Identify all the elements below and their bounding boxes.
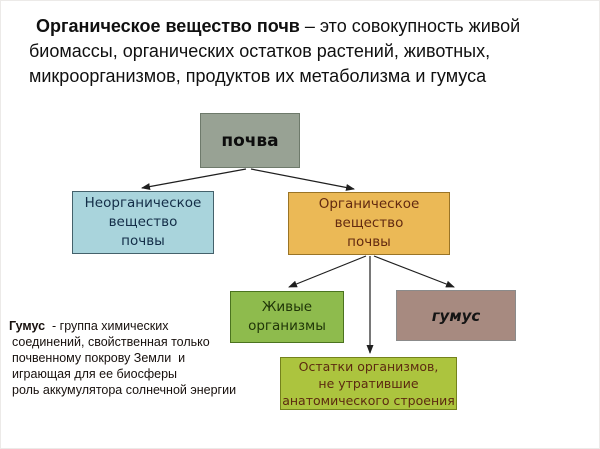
slide-title: Органическое вещество почв – это совокуп…: [29, 14, 589, 89]
note-line-5: роль аккумулятора солнечной энергии: [12, 383, 237, 397]
note-line-1-rest: - группа химических: [45, 319, 169, 333]
note-line-4: играющая для ее биосферы: [12, 367, 178, 381]
title-line-2: биомассы, органических остатков растений…: [29, 41, 491, 61]
note-line-1: Гумус - группа химических: [9, 318, 236, 334]
edge-soil-organic: [250, 168, 355, 191]
title-line-1: Органическое вещество почв – это совокуп…: [29, 14, 589, 39]
humus-definition: Гумус - группа химических соединений, св…: [9, 318, 236, 398]
node-organism-residues: Остатки организмов, не утратившие анатом…: [280, 357, 457, 410]
note-line-3: почвенному покрову Земли и: [12, 351, 186, 365]
note-bold-term: Гумус: [9, 319, 46, 333]
edge-organic-humus: [373, 255, 455, 288]
node-soil: почва: [200, 113, 300, 168]
title-bold-term: Органическое вещество почв: [36, 16, 300, 36]
edge-organic-living: [288, 255, 367, 288]
title-line-3: микроорганизмов, продуктов их метаболизм…: [29, 66, 487, 86]
node-inorganic-matter: Неорганическое вещество почвы: [72, 191, 214, 254]
node-organic-matter: Органическое вещество почвы: [288, 192, 450, 255]
edge-soil-inorganic: [141, 168, 247, 191]
note-line-2: соединений, свойственная только: [12, 335, 210, 349]
node-living-organisms: Живые организмы: [230, 291, 344, 343]
node-humus: гумус: [396, 290, 516, 341]
title-line-1-rest: – это совокупность живой: [299, 16, 521, 36]
